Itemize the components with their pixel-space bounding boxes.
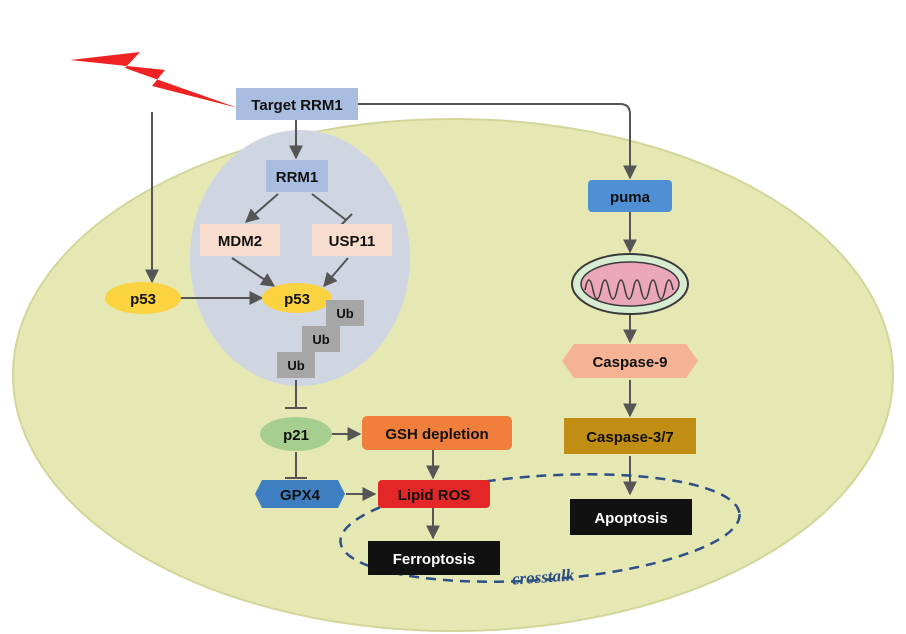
apoptosis-label: Apoptosis [594, 510, 667, 527]
lipid-ros-label: Lipid ROS [398, 487, 471, 504]
p53-inner-ellipse [262, 283, 332, 313]
p53-outer-ellipse [105, 282, 181, 314]
ub-box-1 [326, 300, 364, 326]
ferroptosis-label: Ferroptosis [393, 551, 476, 568]
rrm1-label: RRM1 [276, 169, 319, 186]
mdm2-label: MDM2 [218, 233, 262, 250]
arrow-rrm1-to-mdm2 [244, 193, 279, 223]
mdm2-box [200, 224, 280, 256]
lightning-bolt-icon [70, 52, 238, 108]
usp11-box [312, 224, 392, 256]
gsh-depletion-box [362, 416, 512, 450]
caspase9-label: Caspase-9 [592, 354, 667, 371]
arrow-target-to-puma [358, 103, 637, 180]
gpx4-label: GPX4 [280, 487, 321, 504]
ferroptosis-box [368, 541, 500, 575]
lipid-ros-box [378, 480, 490, 508]
caspase9-hexagon [562, 344, 698, 378]
mitochondrion-icon [571, 253, 689, 315]
ub-box-2 [302, 326, 340, 352]
ub-label-1: Ub [336, 306, 353, 321]
p21-label: p21 [283, 427, 309, 444]
p53-inner-label: p53 [284, 291, 310, 308]
p21-ellipse [260, 417, 332, 451]
connectors [145, 103, 637, 540]
target-rrm1-label: Target RRM1 [251, 97, 342, 114]
apoptosis-box [570, 499, 692, 535]
gpx4-hexagon [255, 480, 345, 508]
usp11-label: USP11 [329, 233, 376, 250]
rrm1-box [266, 160, 328, 192]
puma-box [588, 180, 672, 212]
ub-label-2: Ub [312, 332, 329, 347]
ub-box-3 [277, 352, 315, 378]
arrow-mdm2-to-p53 [231, 257, 276, 287]
caspase37-box [564, 418, 696, 454]
target-rrm1-box [236, 88, 358, 120]
puma-label: puma [610, 189, 651, 206]
ub-label-3: Ub [287, 358, 304, 373]
caspase37-label: Caspase-3/7 [586, 429, 674, 446]
arrow-usp11-to-p53 [323, 257, 349, 288]
crosstalk-region [339, 473, 741, 583]
crosstalk-label: crosstalk [511, 565, 575, 588]
gsh-depletion-label: GSH depletion [385, 426, 488, 443]
inhibit-rrm1-to-usp11 [311, 193, 347, 221]
p53-outer-label: p53 [130, 291, 156, 308]
